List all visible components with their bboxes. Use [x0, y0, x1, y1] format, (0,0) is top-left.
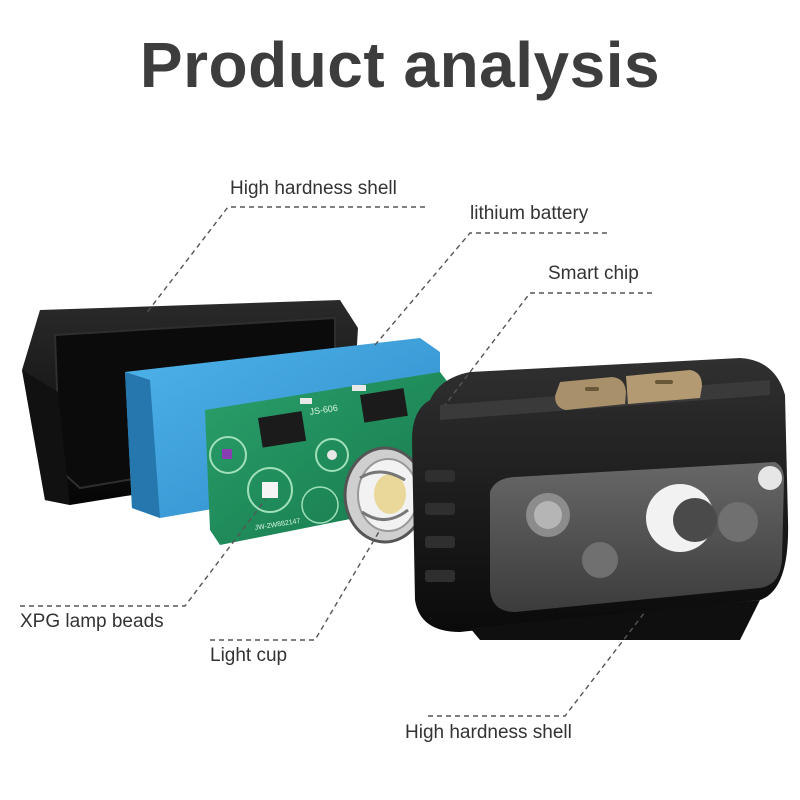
label-high-hardness-shell-top: High hardness shell	[230, 178, 397, 199]
front-body	[412, 358, 789, 640]
leader-shell-bottom	[428, 611, 646, 717]
leader-shell-top	[144, 206, 425, 316]
button-right	[626, 370, 702, 404]
label-high-hardness-shell-bottom: High hardness shell	[405, 722, 572, 743]
page-title: Product analysis	[139, 29, 661, 101]
light-cup	[343, 446, 427, 544]
leader-lamp-beads	[20, 499, 266, 607]
label-lithium-battery: lithium battery	[470, 203, 589, 224]
leader-battery	[374, 232, 607, 346]
label-light-cup: Light cup	[210, 645, 288, 666]
leader-light-cup	[210, 529, 381, 641]
pcb-model-text: JS-606	[309, 403, 339, 417]
leader-chip	[444, 292, 652, 406]
label-smart-chip: Smart chip	[548, 263, 639, 284]
button-left	[555, 377, 626, 410]
label-xpg-lamp-beads: XPG lamp beads	[20, 611, 164, 632]
leader-lines	[20, 206, 652, 717]
